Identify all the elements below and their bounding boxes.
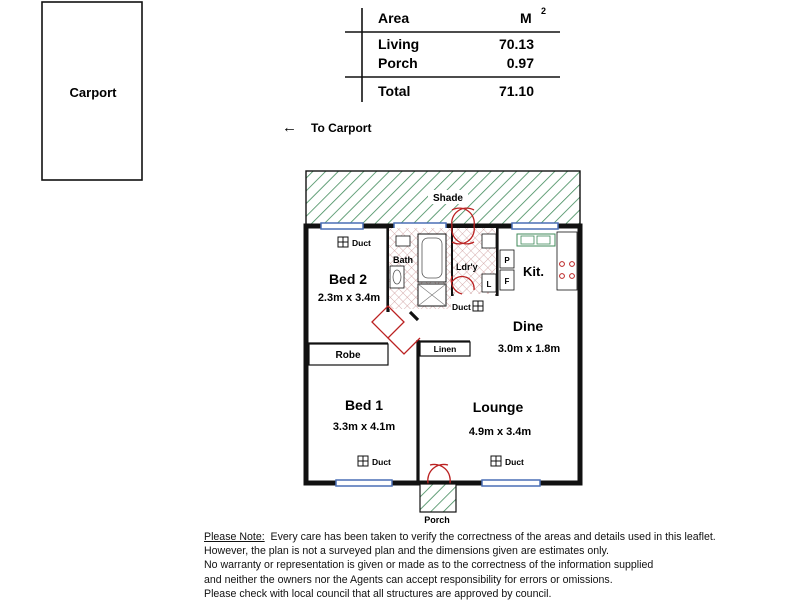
laundry: Ldr'y L xyxy=(453,228,497,294)
door-swing xyxy=(387,337,421,355)
disclaimer-note: Please Note: Every care has been taken t… xyxy=(204,530,794,601)
door-swing xyxy=(450,275,475,295)
note-line: However, the plan is not a surveyed plan… xyxy=(204,545,609,558)
duct-label: Duct xyxy=(505,457,524,467)
kitchen-label: Kit. xyxy=(523,264,544,279)
laundry-trough xyxy=(481,233,497,249)
bed2-name: Bed 2 xyxy=(329,271,367,287)
duct-icon xyxy=(337,236,502,467)
fridge xyxy=(499,269,515,291)
area-table: Area M 2 Living 70.13 Porch 0.97 Total 7… xyxy=(345,6,560,102)
robe-label: Robe xyxy=(336,350,361,361)
duct-label: Duct xyxy=(352,238,371,248)
area-header-label: Area xyxy=(378,10,409,26)
windows xyxy=(320,222,559,487)
dine-size: 3.0m x 1.8m xyxy=(498,343,561,355)
laundry-cupboard xyxy=(481,273,497,293)
area-row-name: Porch xyxy=(378,55,418,71)
note-line: No warranty or representation is given o… xyxy=(204,559,654,572)
porch: Porch xyxy=(419,483,457,525)
bed2-size: 2.3m x 3.4m xyxy=(318,292,381,304)
linen-label: Linen xyxy=(434,344,457,354)
lounge-size: 4.9m x 3.4m xyxy=(469,426,532,438)
bed1-name: Bed 1 xyxy=(345,397,383,413)
area-header-unit-sup: 2 xyxy=(541,6,546,16)
duct-label: Duct xyxy=(372,457,391,467)
linen xyxy=(419,341,471,357)
duct-label: Duct xyxy=(452,302,471,312)
shade-label-bg xyxy=(428,190,468,204)
area-row-value: 70.13 xyxy=(499,36,534,52)
toilet xyxy=(395,235,411,247)
bathroom: Bath xyxy=(389,228,451,309)
area-row-value: 0.97 xyxy=(507,55,534,71)
area-total-value: 71.10 xyxy=(499,83,534,99)
shade-label: Shade xyxy=(433,193,463,204)
pantry-label: P xyxy=(504,256,510,265)
area-header-unit: M xyxy=(520,10,532,26)
robe xyxy=(308,343,389,366)
pantry xyxy=(499,249,515,269)
arrow-left-icon: ← xyxy=(282,119,297,136)
note-line: and neither the owners nor the Agents ca… xyxy=(204,573,613,586)
cooktop-icon xyxy=(559,261,575,279)
carport-outline xyxy=(41,1,143,181)
kitchen: P F Kit. xyxy=(499,231,578,291)
note-heading: Please Note: xyxy=(204,531,265,543)
lounge-name: Lounge xyxy=(473,399,524,415)
porch-label: Porch xyxy=(424,515,450,525)
carport-label: Carport xyxy=(70,85,118,100)
door-swing xyxy=(451,207,475,227)
kitchen-bench xyxy=(556,231,578,291)
door-swing xyxy=(427,463,451,484)
door-swing xyxy=(371,305,405,339)
area-total-label: Total xyxy=(378,83,410,99)
note-line: Every care has been taken to verify the … xyxy=(270,531,716,543)
area-row-name: Living xyxy=(378,36,419,52)
bath-label: Bath xyxy=(393,255,413,265)
dine-name: Dine xyxy=(513,318,544,334)
bed1-size: 3.3m x 4.1m xyxy=(333,421,396,433)
to-carport-label: To Carport xyxy=(311,121,371,135)
fridge-label: F xyxy=(505,277,510,286)
door-swing xyxy=(451,225,475,245)
laundry-label: Ldr'y xyxy=(456,262,478,272)
note-line: Please check with local council that all… xyxy=(204,587,552,600)
cupboard-l-label: L xyxy=(487,280,492,289)
